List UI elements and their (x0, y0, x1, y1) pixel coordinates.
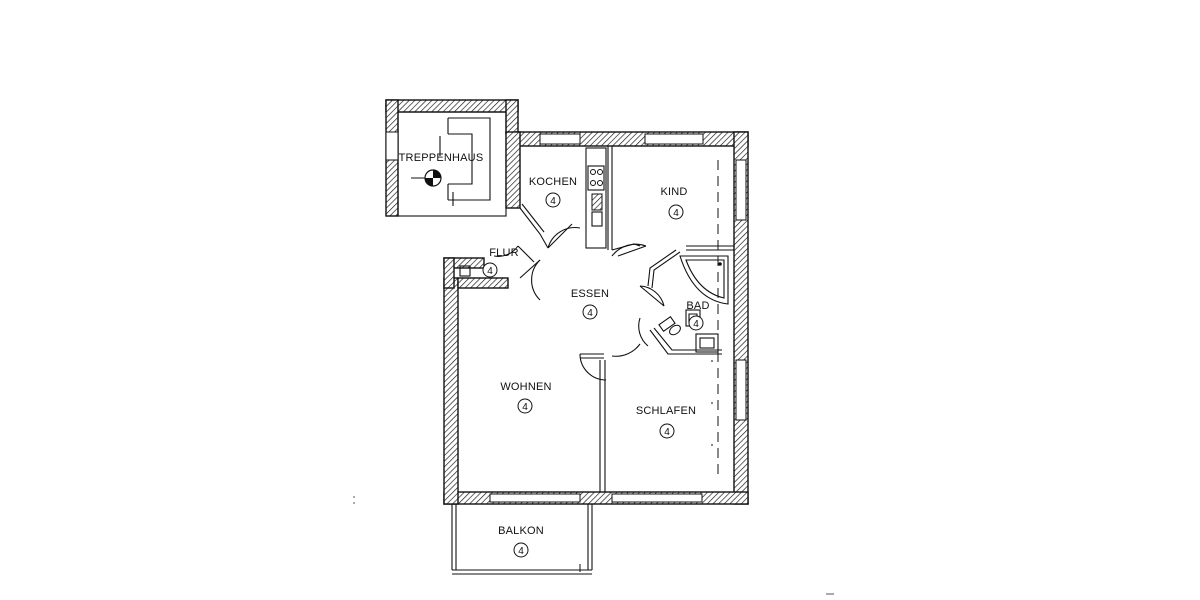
room-label-flur: FLUR (489, 247, 519, 259)
room-label-treppenhaus: TREPPENHAUS (399, 152, 484, 164)
room-number-bad: 4 (693, 319, 699, 330)
room-number-circle (517, 398, 533, 414)
room-number-schlafen: 4 (664, 427, 670, 438)
toilet-icon (658, 315, 681, 336)
room-label-essen: ESSEN (571, 288, 609, 300)
interior-walls (519, 146, 734, 492)
room-label-balkon: BALKON (498, 525, 544, 537)
room-label-schlafen: SCHLAFEN (636, 405, 696, 417)
bathroom-fixtures (658, 255, 729, 353)
room-number-circle (659, 423, 675, 439)
outer-walls (443, 131, 749, 505)
room-label-bad: BAD (686, 300, 709, 312)
room-number-balkon: 4 (518, 546, 524, 557)
room-number-circle (668, 204, 684, 220)
room-label-kind: KIND (660, 186, 687, 198)
kitchen-counter (585, 147, 607, 249)
room-number-flur: 4 (487, 266, 493, 277)
balcony (451, 504, 593, 575)
room-number-kind: 4 (673, 208, 679, 219)
room-number-essen: 4 (587, 308, 593, 319)
room-label-kochen: KOCHEN (529, 176, 577, 188)
margin-marks (353, 496, 834, 595)
room-label-wohnen: WOHNEN (500, 381, 551, 393)
room-number-circle (513, 542, 529, 558)
sink-icon (591, 193, 603, 227)
room-number-circle (688, 315, 704, 331)
door-swings (493, 223, 665, 381)
meter-box (459, 265, 471, 277)
stove-icon (587, 165, 605, 191)
room-number-circle (482, 262, 498, 278)
room-number-kochen: 4 (550, 196, 556, 207)
room-number-circle (545, 192, 561, 208)
staircase-block (385, 99, 519, 217)
room-number-circle (582, 304, 598, 320)
room-number-wohnen: 4 (522, 402, 528, 413)
corner-bathtub-icon (679, 255, 729, 305)
stair-direction-icon (411, 169, 442, 187)
